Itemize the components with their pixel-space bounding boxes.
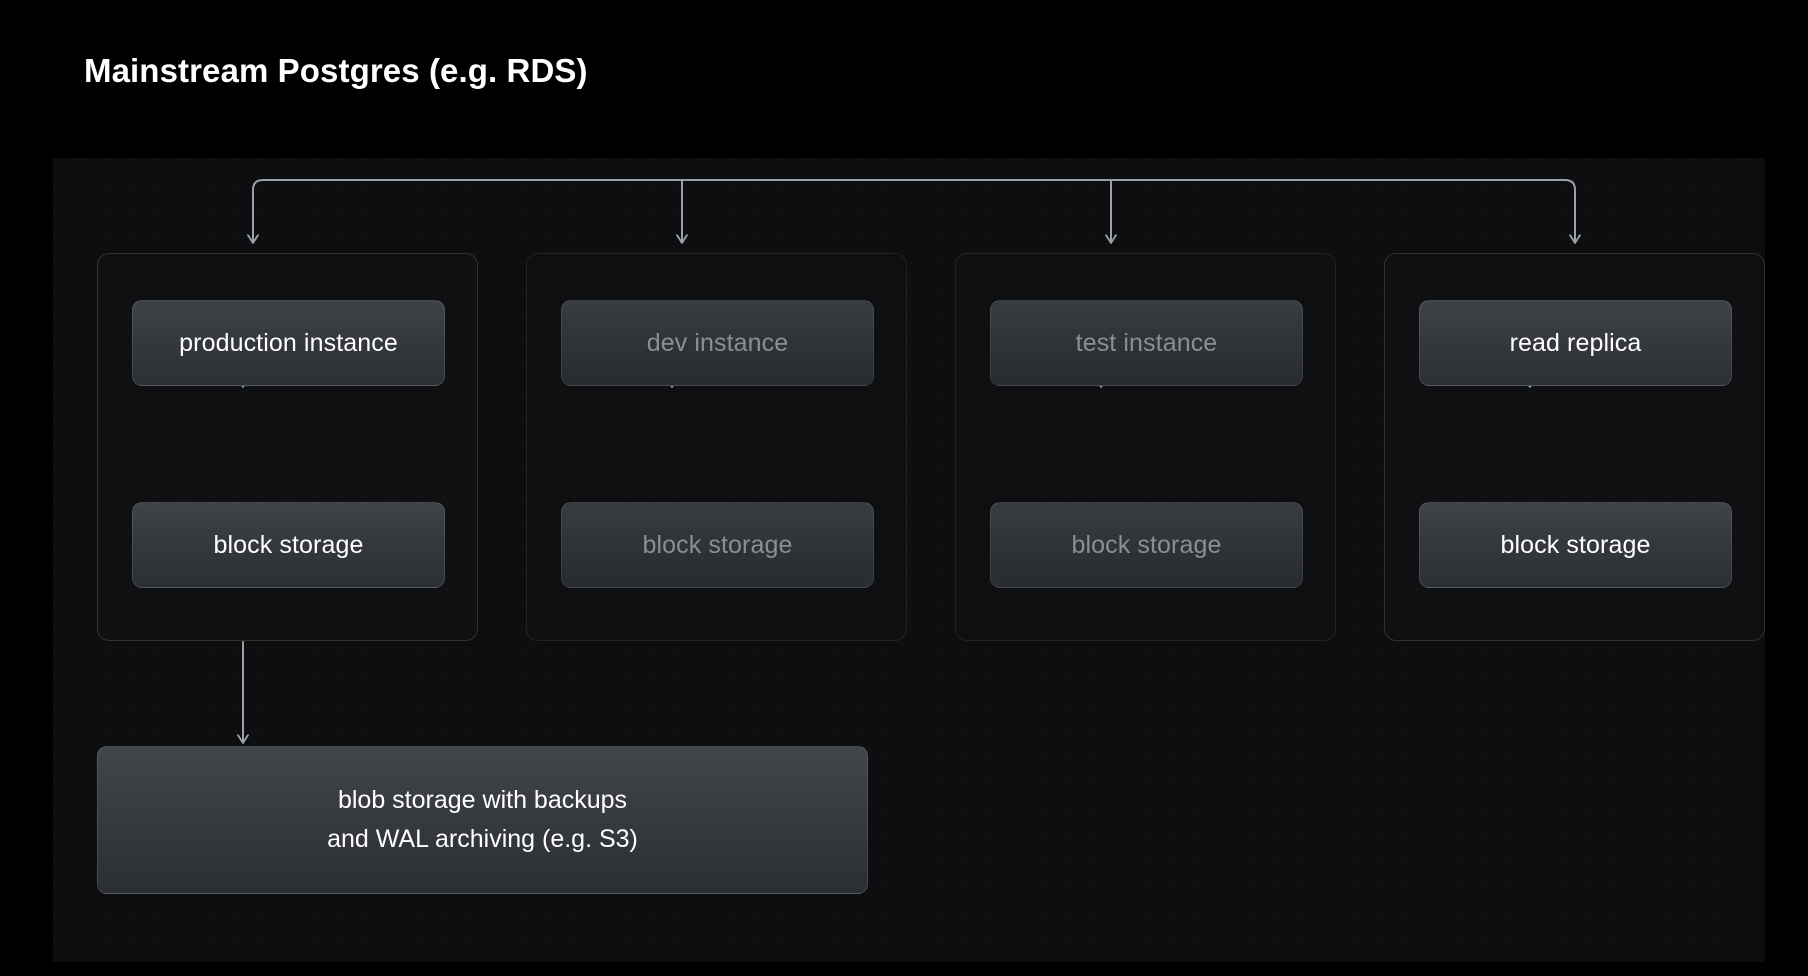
card-test-instance[interactable]: test instance	[990, 300, 1303, 386]
group-dev[interactable]: dev instance block storage	[526, 253, 907, 641]
card-replica-block-storage[interactable]: block storage	[1419, 502, 1732, 588]
card-blob-storage[interactable]: blob storage with backups and WAL archiv…	[97, 746, 868, 894]
page-title: Mainstream Postgres (e.g. RDS)	[84, 52, 588, 89]
wire-bus	[253, 179, 1575, 242]
blob-storage-line-1: blob storage with backups	[337, 786, 628, 814]
card-read-replica[interactable]: read replica	[1419, 300, 1732, 386]
card-test-block-storage[interactable]: block storage	[990, 502, 1303, 588]
group-test[interactable]: test instance block storage	[955, 253, 1336, 641]
group-production[interactable]: production instance block storage	[97, 253, 478, 641]
blob-storage-line-2: and WAL archiving (e.g. S3)	[327, 825, 638, 853]
card-dev-block-storage[interactable]: block storage	[561, 502, 874, 588]
diagram-panel: production instance block storage dev in…	[53, 158, 1765, 962]
card-production-instance[interactable]: production instance	[132, 300, 445, 386]
card-dev-instance[interactable]: dev instance	[561, 300, 874, 386]
group-read-replica[interactable]: read replica block storage	[1384, 253, 1765, 641]
card-production-block-storage[interactable]: block storage	[132, 502, 445, 588]
